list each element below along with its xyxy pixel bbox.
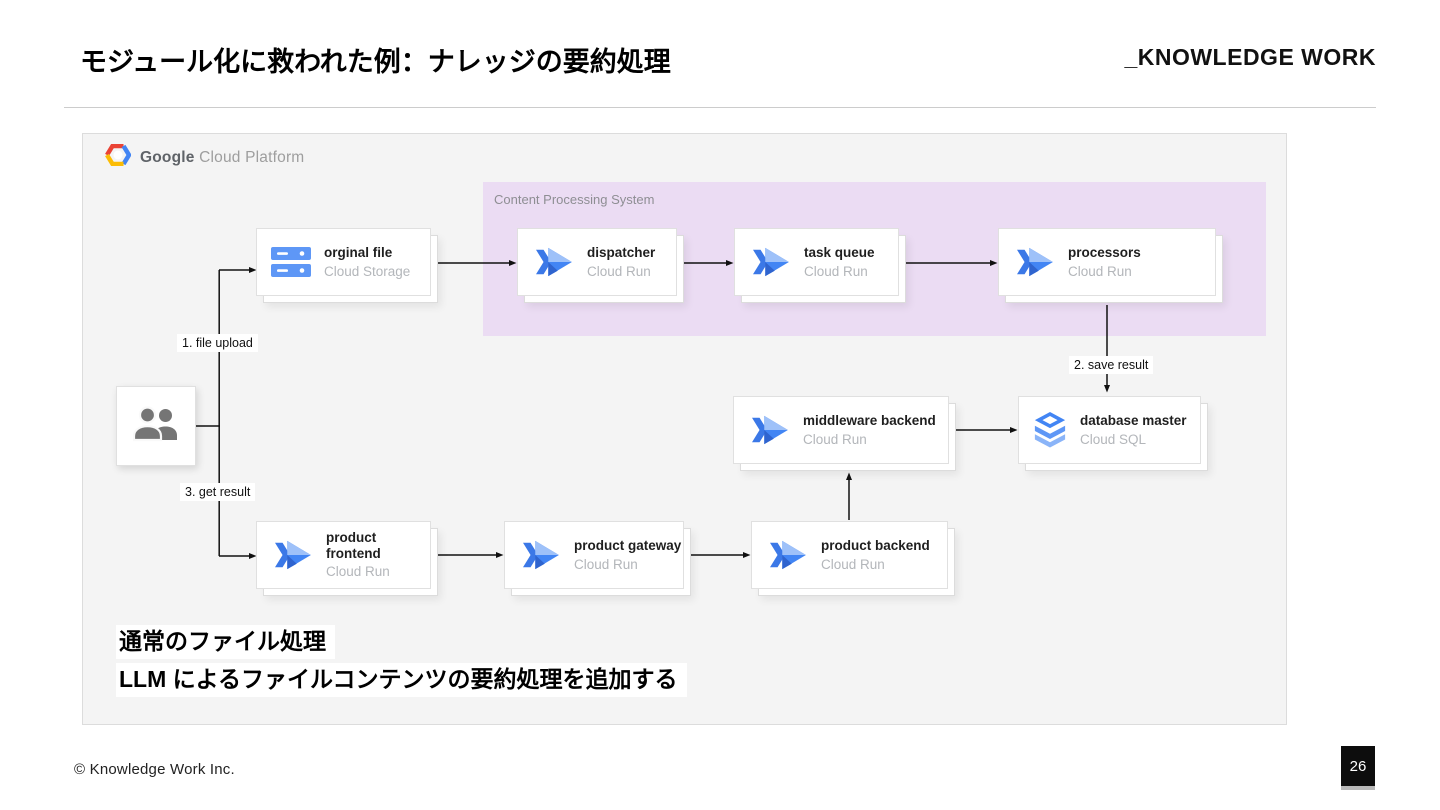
node-processors: processors Cloud Run <box>998 228 1216 296</box>
page-title: モジュール化に救われた例：ナレッジの要約処理 <box>80 47 671 77</box>
node-service: Cloud Run <box>803 431 867 447</box>
node-service: Cloud Run <box>574 556 638 572</box>
edge-label-file-upload: 1. file upload <box>177 334 258 352</box>
node-middleware-backend: middleware backend Cloud Run <box>733 396 949 464</box>
header-divider <box>64 107 1376 108</box>
gcp-header-cloud-platform: Cloud Platform <box>199 148 305 166</box>
node-name: task queue <box>804 244 875 260</box>
cloud-run-icon <box>532 245 574 279</box>
cloud-storage-icon <box>271 247 311 277</box>
users-card <box>116 386 196 466</box>
node-database-master: database master Cloud SQL <box>1018 396 1201 464</box>
node-name: dispatcher <box>587 244 656 260</box>
node-product-backend: product backend Cloud Run <box>751 521 948 589</box>
node-name: database master <box>1080 412 1187 428</box>
gcp-hexagon-logo-icon <box>105 143 132 171</box>
cloud-sql-icon <box>1033 411 1067 449</box>
cloud-run-icon <box>1013 245 1055 279</box>
node-dispatcher: dispatcher Cloud Run <box>517 228 677 296</box>
node-service: Cloud Run <box>587 263 651 279</box>
users-icon <box>132 405 179 447</box>
cloud-run-icon <box>749 245 791 279</box>
node-service: Cloud Run <box>1068 263 1132 279</box>
node-task-queue: task queue Cloud Run <box>734 228 899 296</box>
cloud-run-icon <box>519 538 561 572</box>
cloud-run-icon <box>766 538 808 572</box>
node-service: Cloud Run <box>821 556 885 572</box>
node-service: Cloud SQL <box>1080 431 1147 447</box>
page-number-shadow <box>1341 786 1375 790</box>
node-name: processors <box>1068 244 1141 260</box>
node-product-gateway: product gateway Cloud Run <box>504 521 684 589</box>
copyright: © Knowledge Work Inc. <box>74 761 235 778</box>
node-original-file: orginal file Cloud Storage <box>256 228 431 296</box>
node-name: orginal file <box>324 244 393 260</box>
node-service: Cloud Run <box>804 263 868 279</box>
architecture-diagram-panel: Google Cloud Platform Content Processing… <box>82 133 1287 725</box>
node-product-frontend: product frontend Cloud Run <box>256 521 431 589</box>
caption-line-2: LLM によるファイルコンテンツの要約処理を追加する <box>116 662 687 697</box>
node-name: product frontend <box>326 530 381 561</box>
group-label: Content Processing System <box>494 192 655 207</box>
edge-label-get-result: 3. get result <box>180 483 256 501</box>
page-number: 26 <box>1341 746 1375 786</box>
edge-label-save-result: 2. save result <box>1069 356 1154 374</box>
gcp-platform-header: Google Cloud Platform <box>105 143 305 171</box>
node-name: product gateway <box>574 537 682 553</box>
node-service: Cloud Storage <box>324 263 411 279</box>
node-name: product backend <box>821 537 930 553</box>
knowledge-work-logo: _KNOWLEDGE WORK <box>1124 44 1376 70</box>
gcp-header-google: Google <box>140 148 195 166</box>
cloud-run-icon <box>748 413 790 447</box>
node-name: middleware backend <box>803 412 936 428</box>
cloud-run-icon <box>271 538 313 572</box>
caption-line-1: 通常のファイル処理 <box>116 625 335 659</box>
node-service: Cloud Run <box>326 564 390 580</box>
diagram-captions: 通常のファイル処理 LLM によるファイルコンテンツの要約処理を追加する <box>116 625 687 697</box>
